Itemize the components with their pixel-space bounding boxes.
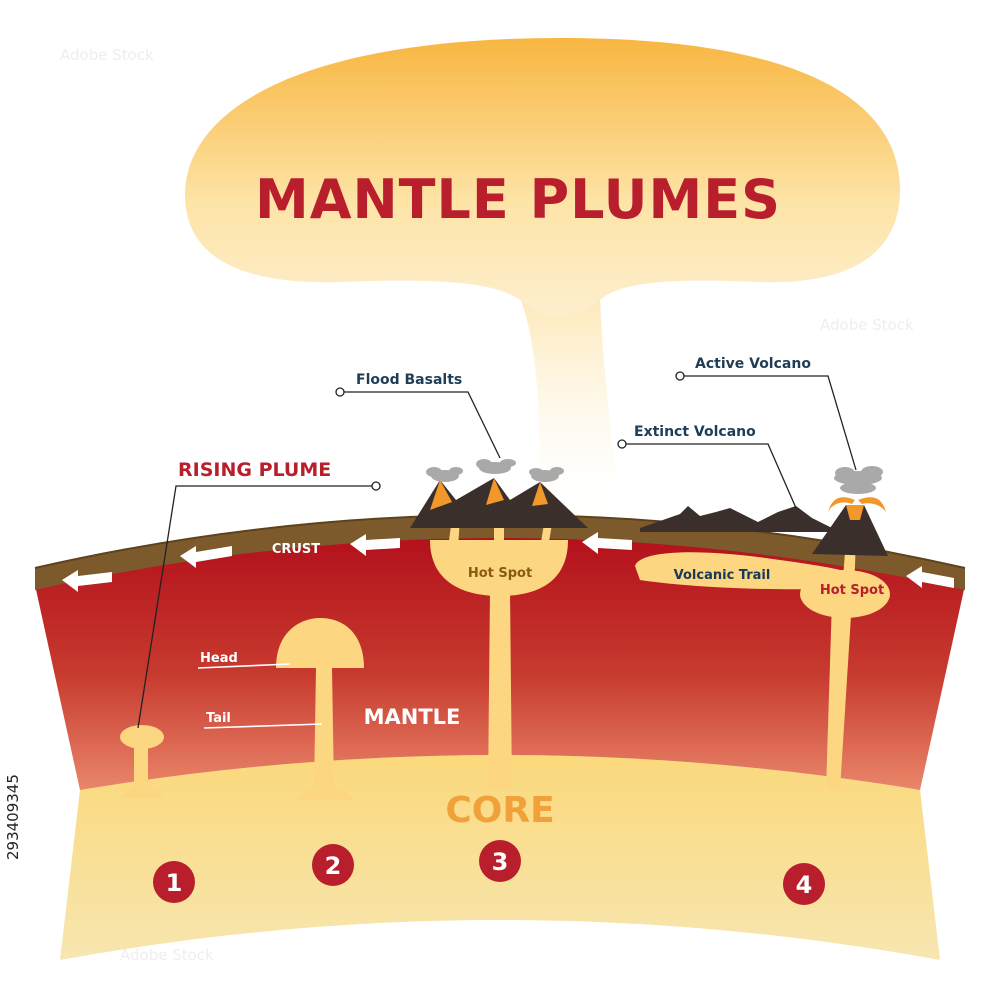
tail-label: Tail: [206, 711, 231, 726]
volcanic-trail-body: [635, 552, 860, 590]
arrow-icon: [906, 566, 954, 588]
stage-number: 4: [796, 871, 813, 899]
stage-badge-1: 1: [153, 861, 195, 903]
crust-label: CRUST: [272, 542, 320, 557]
active-volcano-label: Active Volcano: [695, 356, 811, 372]
mantle-label: MANTLE: [364, 705, 461, 729]
tail-callout: Tail: [203, 711, 323, 729]
arrow-icon: [180, 546, 232, 568]
stage-badge-2: 2: [312, 844, 354, 886]
volcanic-trail-label: Volcanic Trail: [674, 568, 771, 583]
ash-cloud-icon: [426, 459, 564, 482]
extinct-volcano-callout: Extinct Volcano: [617, 424, 797, 509]
svg-text:Adobe Stock: Adobe Stock: [820, 316, 914, 334]
arrow-icon: [350, 534, 400, 556]
flood-basalts-callout: Flood Basalts: [335, 372, 501, 459]
arrow-icon: [582, 532, 632, 554]
cloud-cap: [185, 38, 900, 315]
crust-arrows: [62, 532, 954, 592]
svg-text:Adobe Stock: Adobe Stock: [120, 946, 214, 964]
plume-stage-3: [430, 505, 568, 790]
stage-number: 1: [166, 869, 183, 897]
active-volcano-callout: Active Volcano: [675, 356, 857, 471]
head-label: Head: [200, 651, 238, 666]
stage-badge-3: 3: [479, 840, 521, 882]
stage-badge-4: 4: [783, 863, 825, 905]
crust-layer: [35, 515, 965, 590]
plume-stage-2: [276, 618, 364, 800]
plume-stage-4: [635, 540, 890, 790]
extinct-volcanoes: [640, 506, 840, 532]
rising-plume-callout: RISING PLUME: [137, 459, 381, 729]
arrow-icon: [62, 570, 112, 592]
head-callout: Head: [197, 651, 291, 669]
stock-id: 293409345: [4, 774, 22, 860]
active-volcano: [812, 466, 888, 556]
stage-badges: 1 2 3 4: [153, 840, 825, 905]
flood-basalts-label: Flood Basalts: [356, 372, 462, 388]
mushroom-cloud: [185, 38, 900, 520]
rising-plume-label: RISING PLUME: [178, 459, 331, 481]
cloud-stem: [515, 285, 620, 520]
hot-spot-label-right: Hot Spot: [820, 583, 884, 598]
core-label: CORE: [445, 790, 554, 831]
hot-spot-label-left: Hot Spot: [468, 566, 532, 581]
svg-text:Adobe Stock: Adobe Stock: [60, 46, 154, 64]
extinct-volcano-label: Extinct Volcano: [634, 424, 756, 440]
flood-basalt-volcanoes: [410, 459, 588, 528]
ash-cloud-icon: [834, 466, 883, 494]
stage-number: 2: [325, 852, 342, 880]
plume-stage-1: [120, 725, 165, 798]
page-title: MANTLE PLUMES: [255, 168, 781, 231]
stage-number: 3: [492, 848, 509, 876]
